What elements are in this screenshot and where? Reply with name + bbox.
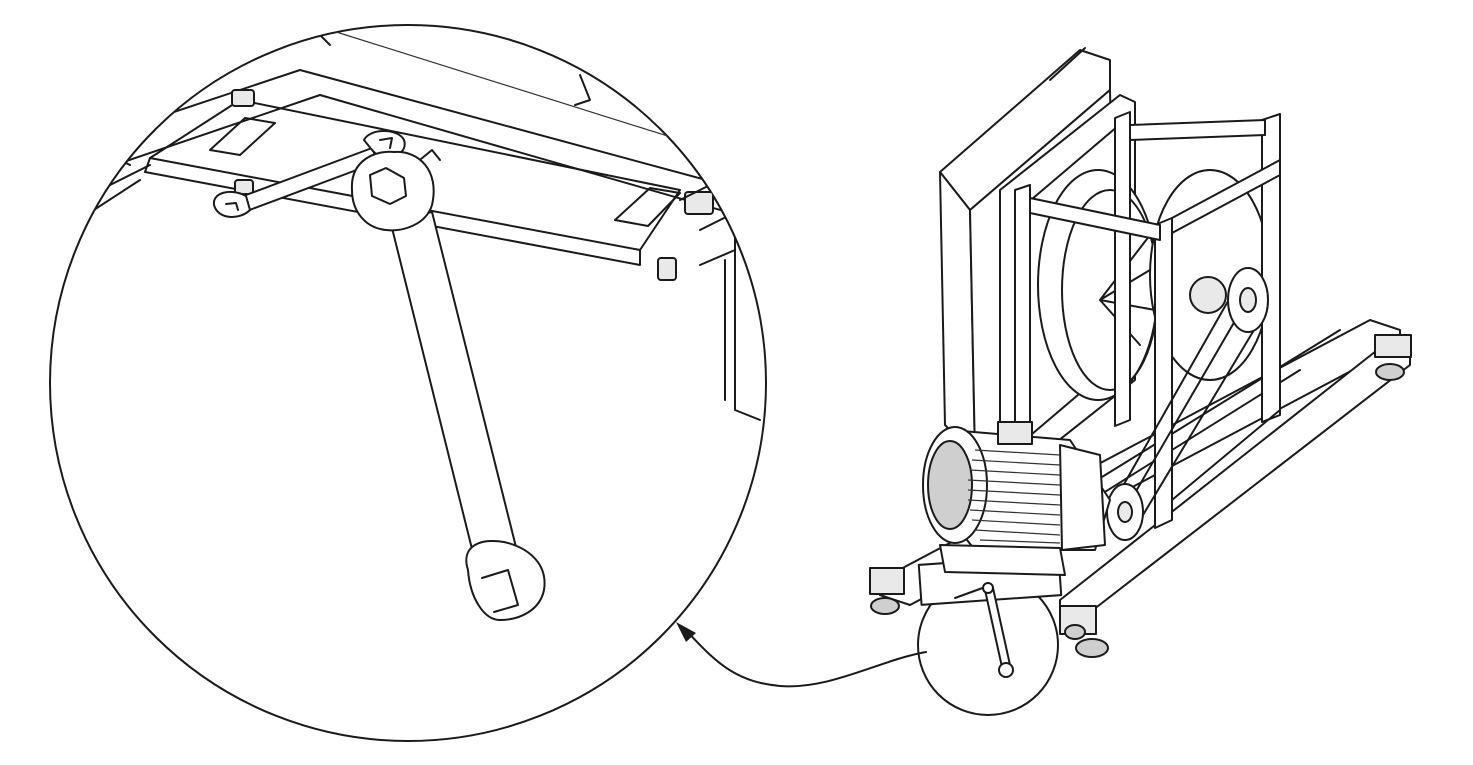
electric-motor xyxy=(922,421,1111,576)
fan-unit-assembly xyxy=(869,47,1412,678)
terminal-box xyxy=(997,421,1033,445)
detail-magnification-view xyxy=(49,24,767,742)
belt-drive xyxy=(1106,267,1269,541)
support-frame xyxy=(1014,111,1281,529)
detail-circle-outline xyxy=(49,24,767,742)
wrench-on-motor-base xyxy=(954,582,1014,678)
foot-front-left xyxy=(869,567,905,595)
foot-rear-right xyxy=(1374,334,1412,358)
motor-cooling-fins xyxy=(967,449,1061,544)
arrow-head xyxy=(676,622,696,642)
fan-hub xyxy=(1189,276,1227,314)
large-wrench-detail xyxy=(350,150,546,621)
